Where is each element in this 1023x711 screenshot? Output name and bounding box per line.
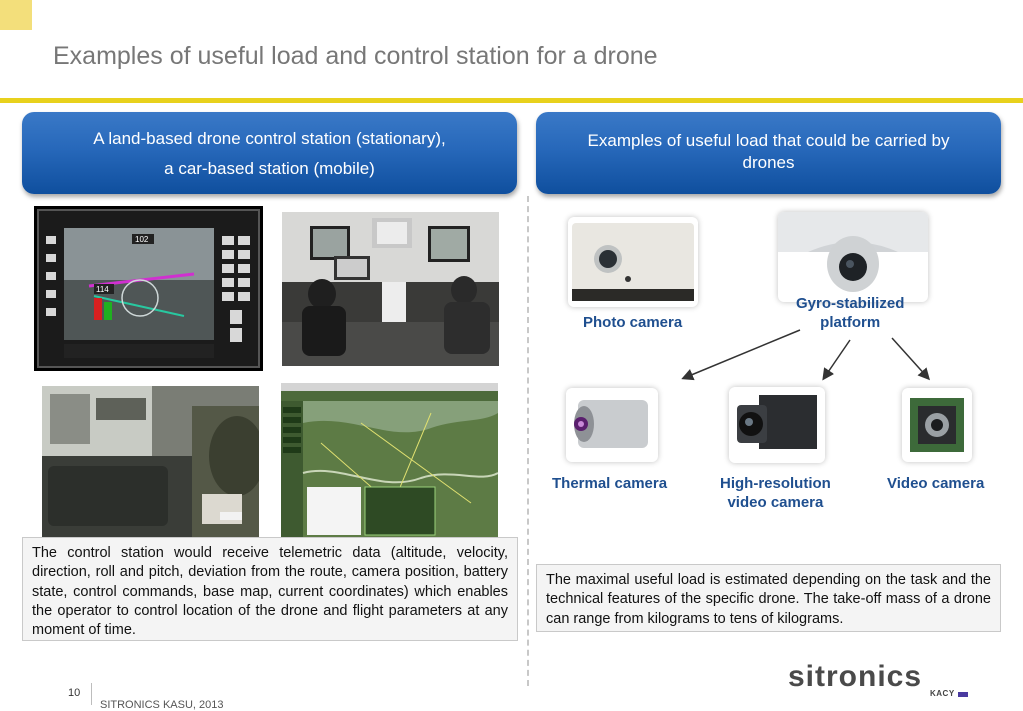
video-camera-image bbox=[902, 388, 972, 462]
logo-subtitle: KACY bbox=[930, 689, 955, 698]
gyro-platform-label-line: platform bbox=[820, 314, 881, 331]
thermal-camera-image bbox=[566, 388, 658, 462]
hud-speed-readout: 114 bbox=[96, 285, 109, 294]
logo-mark bbox=[958, 692, 968, 697]
column-divider bbox=[527, 196, 529, 686]
gyro-platform-image bbox=[778, 212, 928, 302]
control-room-photo bbox=[282, 212, 499, 366]
banner-line: drones bbox=[742, 153, 795, 172]
page-title: Examples of useful load and control stat… bbox=[53, 42, 658, 70]
footer-separator bbox=[91, 683, 92, 705]
control-station-description: The control station would receive teleme… bbox=[22, 537, 518, 641]
payload-arrows bbox=[681, 329, 931, 381]
hires-video-camera-label: High-resolution video camera bbox=[720, 474, 831, 512]
useful-load-banner: Examples of useful load that could be ca… bbox=[536, 112, 1001, 194]
video-camera-label: Video camera bbox=[887, 475, 985, 492]
banner-line: A land-based drone control station (stat… bbox=[93, 129, 446, 148]
banner-line: a car-based station (mobile) bbox=[164, 159, 375, 178]
hud-altitude-readout: 102 bbox=[135, 235, 149, 244]
gyro-platform-label: Gyro-stabilized platform bbox=[796, 294, 904, 332]
corner-accent bbox=[0, 0, 32, 30]
arrow-to-video bbox=[891, 337, 931, 381]
arrow-to-hires bbox=[822, 339, 851, 381]
photo-camera-image bbox=[568, 217, 698, 307]
sitronics-logo: sitronics bbox=[788, 660, 922, 692]
gyro-platform-label-line: Gyro-stabilized bbox=[796, 295, 905, 312]
hires-video-camera-label-line: High-resolution bbox=[720, 475, 831, 492]
footer-company: SITRONICS KASU, 2013 bbox=[100, 699, 224, 711]
thermal-camera-label: Thermal camera bbox=[552, 475, 668, 492]
hires-video-camera-label-line: video camera bbox=[727, 494, 824, 511]
useful-load-description: The maximal useful load is estimated dep… bbox=[536, 564, 1001, 632]
arrow-to-thermal bbox=[681, 329, 801, 381]
control-station-banner: A land-based drone control station (stat… bbox=[22, 112, 517, 194]
banner-line: Examples of useful load that could be ca… bbox=[587, 131, 950, 150]
title-underline bbox=[0, 98, 1023, 103]
mobile-station-photo bbox=[42, 386, 259, 538]
photo-camera-label: Photo camera bbox=[583, 314, 683, 331]
logo-wordmark: sitronics bbox=[788, 660, 922, 692]
hires-video-camera-image bbox=[729, 387, 825, 463]
hud-display-photo: 102 114 bbox=[34, 206, 263, 371]
map-software-photo bbox=[281, 383, 498, 538]
page-number: 10 bbox=[68, 687, 81, 699]
